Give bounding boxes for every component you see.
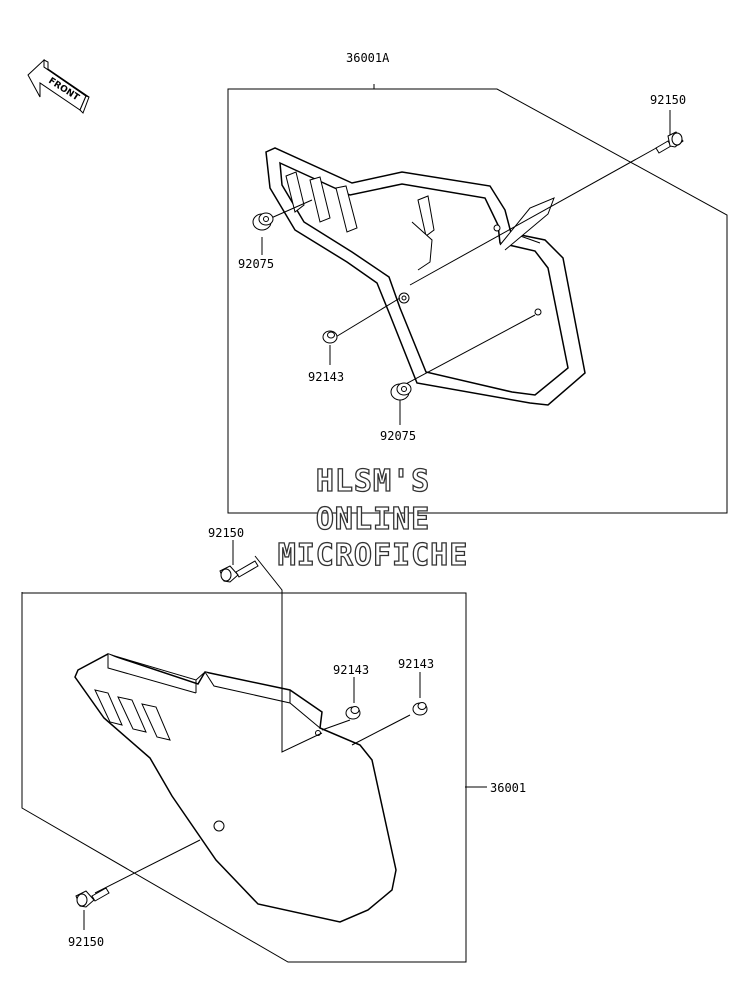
grommet-a-lower-icon (390, 382, 412, 401)
assembly-b-leader-lines (83, 540, 421, 930)
watermark-line-3: MICROFICHE (277, 538, 469, 573)
collar-a-icon (322, 330, 338, 344)
grommet-a-upper-label: 92075 (238, 257, 274, 271)
bolt-b-top-label: 92150 (208, 526, 244, 540)
bolt-b-bottom-label: 92150 (68, 935, 104, 949)
bolt-a-icon (655, 131, 684, 154)
bolt-b-top-icon (219, 560, 259, 583)
watermark-line-2: ONLINE (315, 502, 431, 537)
collar-a-label: 92143 (308, 370, 344, 384)
assembly-a-part-number: 36001A (346, 51, 390, 65)
collar-b-left-label: 92143 (333, 663, 369, 677)
bolt-b-bottom-icon (75, 887, 110, 908)
assembly-a-leader-lines (261, 110, 671, 425)
front-direction-arrow-icon: FRONT (27, 58, 90, 114)
grommet-a-lower-label: 92075 (380, 429, 416, 443)
collar-b-left-icon (345, 706, 361, 720)
grommet-a-upper-icon (252, 212, 274, 231)
bolt-a-label: 92150 (650, 93, 686, 107)
watermark-line-1: HLSM'S (315, 464, 431, 499)
assembly-b-part-number: 36001 (490, 781, 526, 795)
assembly-a-bracket-outline (227, 84, 728, 514)
assembly-b-bracket-outline (21, 592, 487, 963)
side-cover-b (74, 653, 397, 923)
collar-b-right-icon (412, 702, 428, 716)
collar-b-right-label: 92143 (398, 657, 434, 671)
